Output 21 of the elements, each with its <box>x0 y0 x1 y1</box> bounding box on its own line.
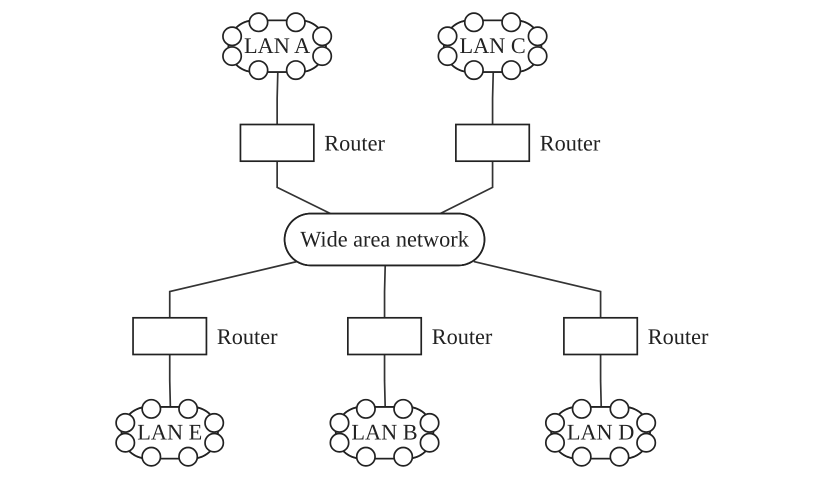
connector-line <box>168 354 171 408</box>
connector-line <box>491 72 494 124</box>
router-box <box>454 124 530 162</box>
connector-line <box>168 260 297 318</box>
connector-line <box>438 161 494 216</box>
router-box <box>132 316 207 356</box>
connector-line <box>383 266 386 318</box>
connector-line <box>276 161 332 216</box>
connector-line <box>383 354 386 408</box>
router-box <box>346 316 422 356</box>
network-ellipse: Wide area network <box>283 212 485 266</box>
connector-line <box>599 354 602 408</box>
router-label: Router <box>216 324 278 349</box>
router-box <box>239 124 314 162</box>
connector-line <box>276 72 278 124</box>
router-label: Router <box>324 130 385 156</box>
router-box <box>562 316 638 356</box>
router-label: Router <box>431 324 492 349</box>
connector-line <box>473 260 602 318</box>
router-label: Router <box>539 130 600 156</box>
router-label: Router <box>647 324 708 349</box>
